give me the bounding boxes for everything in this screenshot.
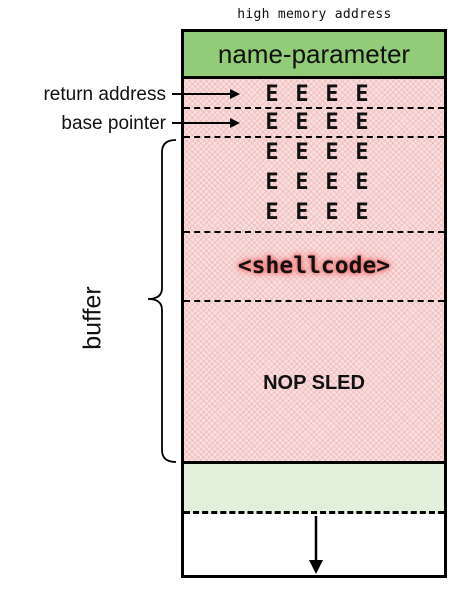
e-byte: E xyxy=(355,140,369,165)
lower-memory-region xyxy=(184,464,444,514)
nop-sled-label: NOP SLED xyxy=(263,372,365,394)
e-byte: E xyxy=(295,82,309,107)
e-byte: E xyxy=(265,200,279,225)
e-byte: E xyxy=(325,170,339,195)
high-memory-caption: high memory address xyxy=(237,7,392,22)
base-pointer-row: E E E E xyxy=(262,110,372,135)
e-byte: E xyxy=(325,140,339,165)
memory-stack: name-parameter E E E E E E E E E E E E E… xyxy=(181,29,447,578)
base-pointer-arrow-icon xyxy=(172,118,240,128)
e-byte: E xyxy=(265,140,279,165)
e-byte: E xyxy=(295,110,309,135)
e-byte: E xyxy=(265,110,279,135)
return-address-label: return address xyxy=(43,84,166,105)
buffer-e-row: E E E E xyxy=(262,170,372,195)
e-byte: E xyxy=(295,170,309,195)
down-arrow-icon xyxy=(309,516,323,574)
buffer-e-row: E E E E xyxy=(262,200,372,225)
shellcode-top-divider xyxy=(184,231,444,233)
e-byte: E xyxy=(355,110,369,135)
e-byte: E xyxy=(295,200,309,225)
e-byte: E xyxy=(295,140,309,165)
base-pointer-label: base pointer xyxy=(61,113,166,134)
e-byte: E xyxy=(265,82,279,107)
base-pointer-divider xyxy=(184,136,444,138)
e-byte: E xyxy=(355,170,369,195)
return-address-divider xyxy=(184,107,444,109)
return-address-row: E E E E xyxy=(262,82,372,107)
buffer-region: E E E E E E E E E E E E E E E E E E E E xyxy=(184,79,444,464)
e-byte: E xyxy=(325,200,339,225)
e-byte: E xyxy=(325,110,339,135)
e-byte: E xyxy=(355,200,369,225)
shellcode-bottom-divider xyxy=(184,300,444,302)
name-parameter-block: name-parameter xyxy=(184,32,444,79)
buffer-e-row: E E E E xyxy=(262,140,372,165)
buffer-brace-icon xyxy=(147,139,177,463)
e-byte: E xyxy=(355,82,369,107)
shellcode-label: <shellcode> xyxy=(237,253,391,279)
e-byte: E xyxy=(325,82,339,107)
return-address-arrow-icon xyxy=(172,89,240,99)
e-byte: E xyxy=(265,170,279,195)
